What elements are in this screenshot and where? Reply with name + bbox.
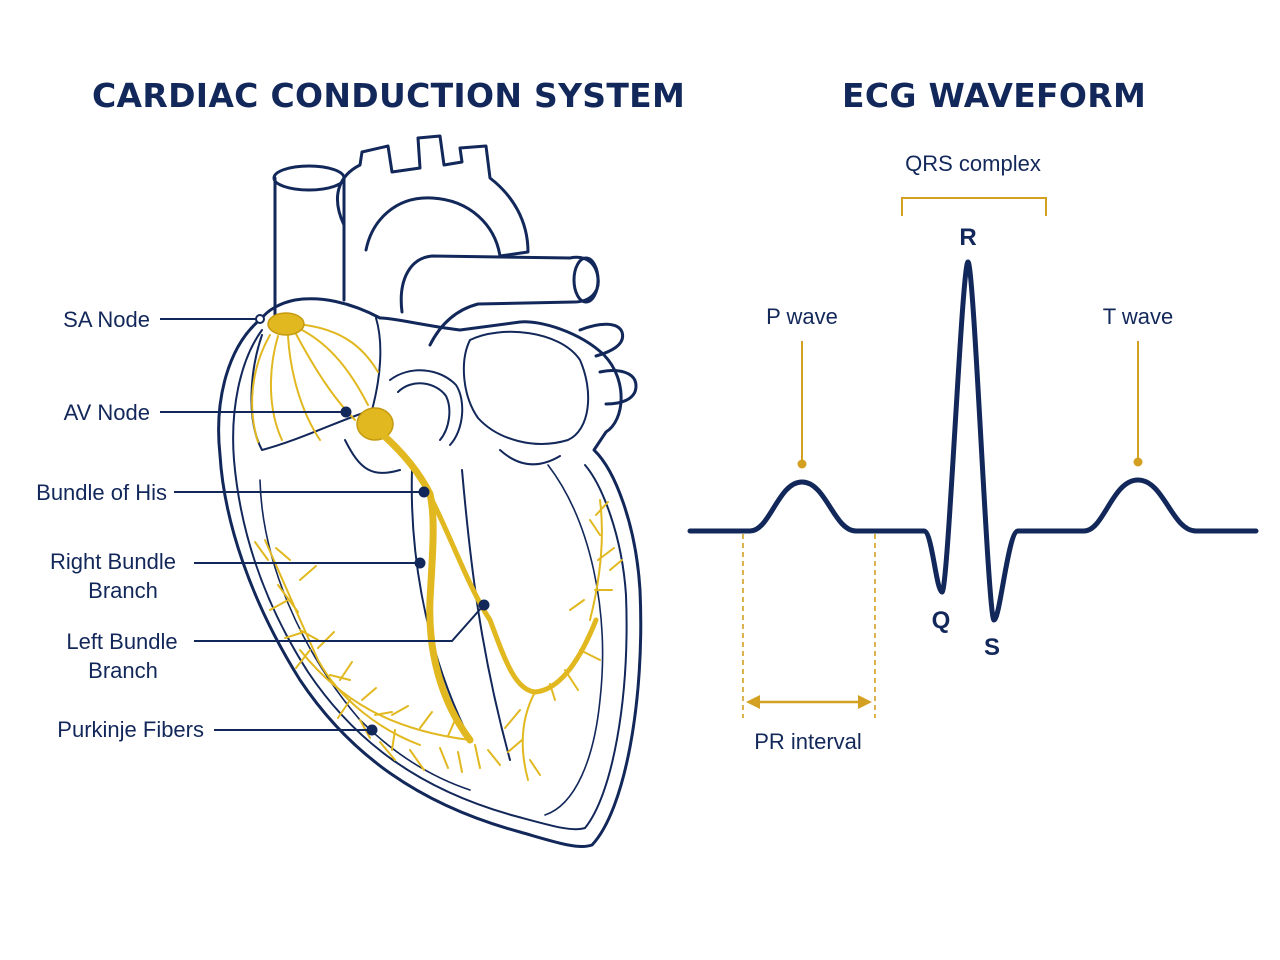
sa-node bbox=[267, 312, 305, 336]
label-p-wave: P wave bbox=[766, 304, 838, 329]
label-sa-node: SA Node bbox=[63, 307, 150, 332]
qrs-bracket bbox=[901, 197, 1047, 216]
pr-arrowhead-right bbox=[858, 695, 872, 709]
ecg-trace bbox=[687, 259, 1259, 623]
right-atrium bbox=[250, 317, 382, 451]
vena-cava-opening bbox=[272, 164, 346, 192]
superior-vena-cava bbox=[273, 176, 346, 320]
aortic-arch bbox=[335, 134, 530, 258]
ecg-diagram-title: ECG WAVEFORM bbox=[842, 76, 1147, 115]
bundle-of-his bbox=[378, 430, 474, 744]
heart-illustration: SA Node AV Node Bundle of His Right Bund… bbox=[36, 134, 643, 849]
label-bundle-of-his: Bundle of His bbox=[36, 480, 167, 505]
t-wave-pointer-dot bbox=[1133, 457, 1143, 467]
heart-label-leaders bbox=[160, 314, 490, 736]
left-atrium bbox=[462, 330, 590, 445]
valve-lines bbox=[344, 369, 561, 474]
atrial-conduction-pathways bbox=[251, 324, 379, 443]
left-ventricle-wall bbox=[544, 464, 604, 816]
purkinje-fibers-left bbox=[457, 499, 623, 781]
heart-outline bbox=[217, 297, 643, 849]
p-wave-pointer-dot bbox=[797, 459, 807, 469]
pulmonary-artery-opening bbox=[572, 256, 600, 304]
label-pr-interval: PR interval bbox=[754, 729, 862, 754]
right-ventricle-wall bbox=[259, 479, 471, 791]
ecg-waveform-diagram: QRS complex P wave T wave R Q S PR inter… bbox=[687, 151, 1259, 754]
label-left-bundle-line1: Left Bundle bbox=[66, 629, 177, 654]
label-s: S bbox=[984, 634, 1000, 661]
label-right-bundle-line1: Right Bundle bbox=[50, 549, 176, 574]
label-left-bundle-line2: Branch bbox=[88, 658, 158, 683]
label-r: R bbox=[959, 224, 976, 251]
purkinje-fibers-right bbox=[254, 539, 421, 751]
label-right-bundle-line2: Branch bbox=[88, 578, 158, 603]
label-q: Q bbox=[932, 607, 951, 634]
left-bundle-branch bbox=[429, 497, 599, 695]
heart-diagram-title: CARDIAC CONDUCTION SYSTEM bbox=[92, 76, 686, 115]
pr-arrowhead-left bbox=[746, 695, 760, 709]
interventricular-septum bbox=[410, 469, 511, 761]
label-t-wave: T wave bbox=[1103, 304, 1174, 329]
pulmonary-veins bbox=[578, 322, 638, 406]
heart-inner-wall bbox=[232, 329, 628, 831]
label-purkinje-fibers: Purkinje Fibers bbox=[57, 717, 204, 742]
purkinje-fibers-apex bbox=[299, 649, 471, 771]
label-qrs-complex: QRS complex bbox=[905, 151, 1041, 176]
label-av-node: AV Node bbox=[64, 400, 150, 425]
